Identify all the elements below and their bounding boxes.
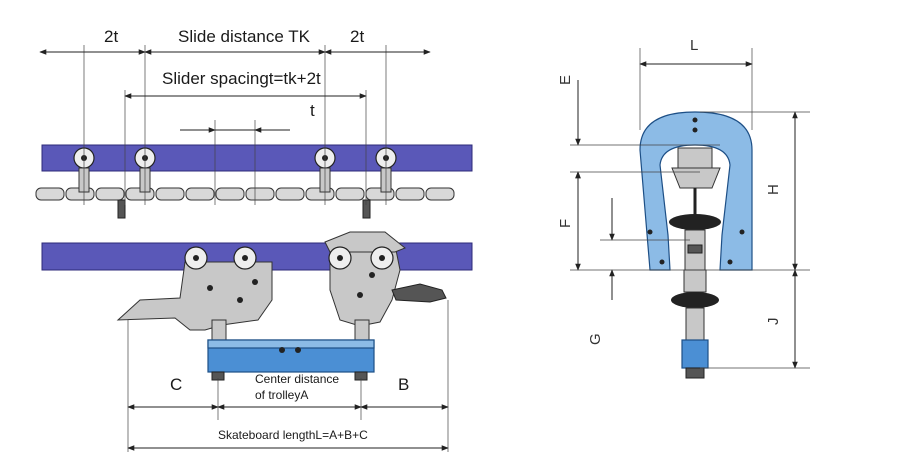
label-2t-right: 2t — [350, 27, 364, 46]
label-slider-spacing: Slider spacingt=tk+2t — [162, 69, 321, 88]
left-trolley-body — [116, 261, 273, 331]
lower-trolley-assembly — [41, 231, 473, 381]
side-carrier-block — [681, 339, 709, 369]
label-skateboard-length: Skateboard lengthL=A+B+C — [218, 428, 368, 442]
label-center-distance-1: Center distance — [255, 372, 339, 386]
label-G: G — [587, 333, 604, 345]
upper-chain-assembly — [35, 144, 473, 219]
label-slide-distance: Slide distance TK — [178, 27, 311, 46]
side-view — [639, 111, 753, 379]
label-C: C — [170, 375, 182, 394]
label-E: E — [557, 75, 574, 85]
left-dimensions — [39, 45, 449, 452]
lower-disc — [671, 292, 719, 308]
right-dimensions — [570, 48, 810, 369]
release-handle — [391, 283, 447, 303]
label-H: H — [765, 184, 782, 195]
label-2t-left: 2t — [104, 27, 118, 46]
label-t: t — [310, 101, 315, 120]
label-center-distance-2: of trolleyA — [255, 388, 308, 402]
label-J: J — [765, 318, 782, 326]
label-L: L — [690, 37, 698, 54]
upper-disc — [669, 214, 721, 230]
upper-rail — [41, 144, 473, 172]
label-B: B — [398, 375, 409, 394]
label-F: F — [557, 219, 574, 228]
chain — [35, 187, 455, 201]
